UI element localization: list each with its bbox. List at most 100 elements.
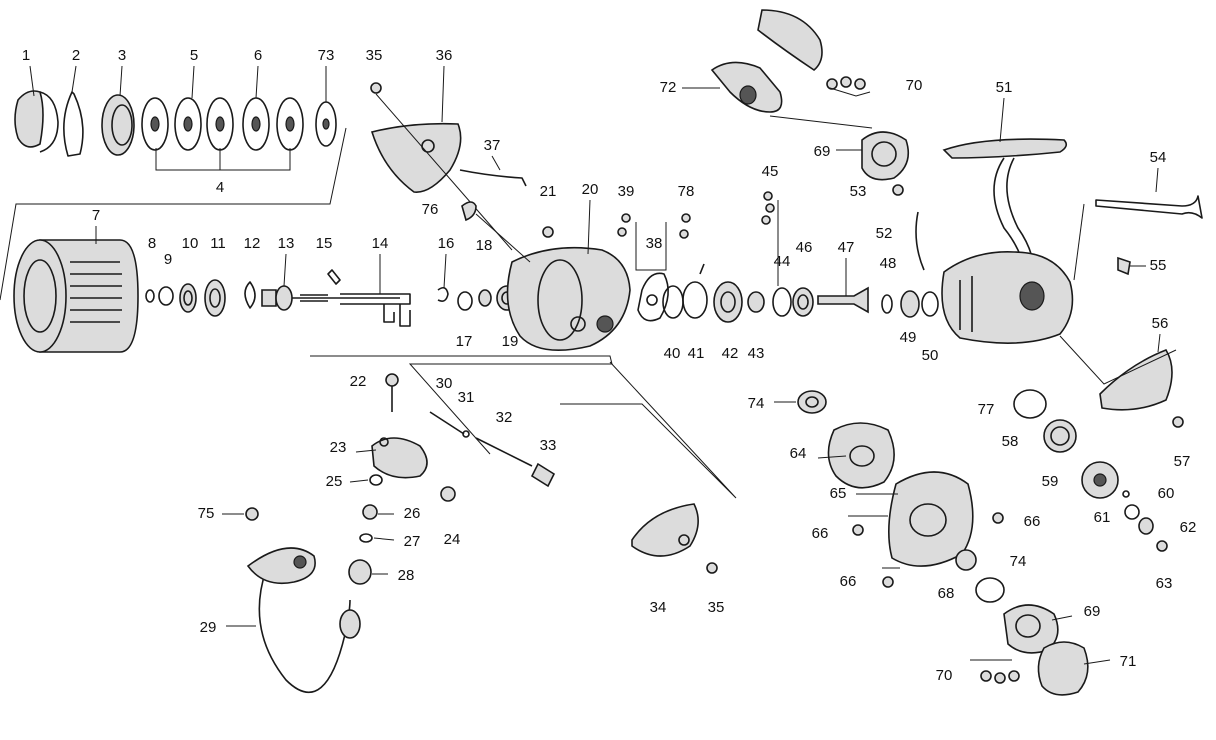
screw-70e [994,672,1006,684]
label-54: 54 [1150,149,1167,166]
label-66c: 66 [840,573,857,590]
reel-body [892,138,1203,428]
label-34: 34 [650,599,667,616]
label-61: 61 [1094,509,1111,526]
label-20: 20 [582,181,599,198]
label-29: 29 [200,619,217,636]
label-45: 45 [762,163,779,180]
label-76: 76 [422,201,439,218]
label-55: 55 [1150,257,1167,274]
anti-reverse-parts [617,213,765,323]
label-51: 51 [996,79,1013,96]
label-71: 71 [1120,653,1137,670]
bearing-10 [179,283,197,313]
label-62: 62 [1180,519,1197,536]
label-37: 37 [484,137,501,154]
screw-21 [542,226,554,238]
cap-69a [861,131,910,181]
bushing-18 [478,289,492,307]
arm-cover-36 [370,122,462,193]
clip-12 [244,281,256,309]
label-42: 42 [722,345,739,362]
label-33: 33 [540,437,557,454]
knob-71 [1037,641,1089,696]
screw-39a [621,213,631,223]
label-38: 38 [646,235,663,252]
screw-70c [854,78,866,90]
label-46: 46 [796,239,813,256]
clutch-42 [713,281,743,323]
label-69b: 69 [1084,603,1101,620]
bail-arm-23 [371,437,428,479]
label-72: 72 [660,79,677,96]
part-labels: 1 2 3 4 5 6 7 8 9 10 11 12 13 14 15 16 1… [22,47,1197,684]
label-68: 68 [938,585,955,602]
label-53: 53 [850,183,867,200]
label-6: 6 [254,47,262,64]
label-13: 13 [278,235,295,252]
label-8: 8 [148,235,156,252]
label-78: 78 [678,183,695,200]
screw-63 [1156,540,1168,552]
label-66b: 66 [812,525,829,542]
label-73: 73 [318,47,335,64]
drag-knob [14,90,44,148]
body-main [941,251,1074,344]
screw-70a [826,78,838,90]
label-41: 41 [688,345,705,362]
clutch-41 [682,281,708,319]
label-50: 50 [922,347,939,364]
spool-parts-top [14,90,337,171]
label-3: 3 [118,47,126,64]
screw-70b [840,76,852,88]
screw-22 [385,373,399,387]
washer-50 [921,291,939,317]
label-15: 15 [316,235,333,252]
label-36: 36 [436,47,453,64]
bail-parts [245,355,737,694]
label-52: 52 [876,225,893,242]
drag-spring [63,91,84,157]
label-19: 19 [502,333,519,350]
screw-70d [980,670,992,682]
label-49: 49 [900,329,917,346]
label-64: 64 [790,445,807,462]
label-12: 12 [244,235,261,252]
screw-78b [679,229,689,239]
spacer-48 [881,294,893,314]
main-shaft-parts [145,269,518,327]
screw-35b [706,562,718,574]
screw-66c [882,576,894,588]
plate-44 [772,287,792,317]
nut-13 [261,289,277,307]
label-1: 1 [22,47,30,64]
bearing-74a [797,390,827,414]
bail-wire-29 [258,569,351,694]
gear-assembly [797,389,1168,696]
screw-45c [761,215,771,225]
label-70b: 70 [936,667,953,684]
label-63: 63 [1156,575,1173,592]
washer-27 [359,533,373,543]
label-65: 65 [830,485,847,502]
label-77: 77 [978,401,995,418]
handle-assembly-top [710,9,910,181]
ring-25 [369,474,383,486]
screw-53 [892,184,904,196]
collar-9 [158,286,174,306]
washer-77 [1013,389,1047,419]
screw-70f [1008,670,1020,682]
label-43: 43 [748,345,765,362]
bail-52 [915,211,925,271]
oring-68 [975,577,1005,603]
pin-15 [327,269,341,285]
pinion-47 [817,286,869,314]
label-26: 26 [404,505,421,522]
ring-61 [1124,504,1140,520]
label-16: 16 [438,235,455,252]
label-2: 2 [72,47,80,64]
label-31: 31 [458,389,475,406]
screw-39b [617,227,627,237]
label-30: 30 [436,375,453,392]
